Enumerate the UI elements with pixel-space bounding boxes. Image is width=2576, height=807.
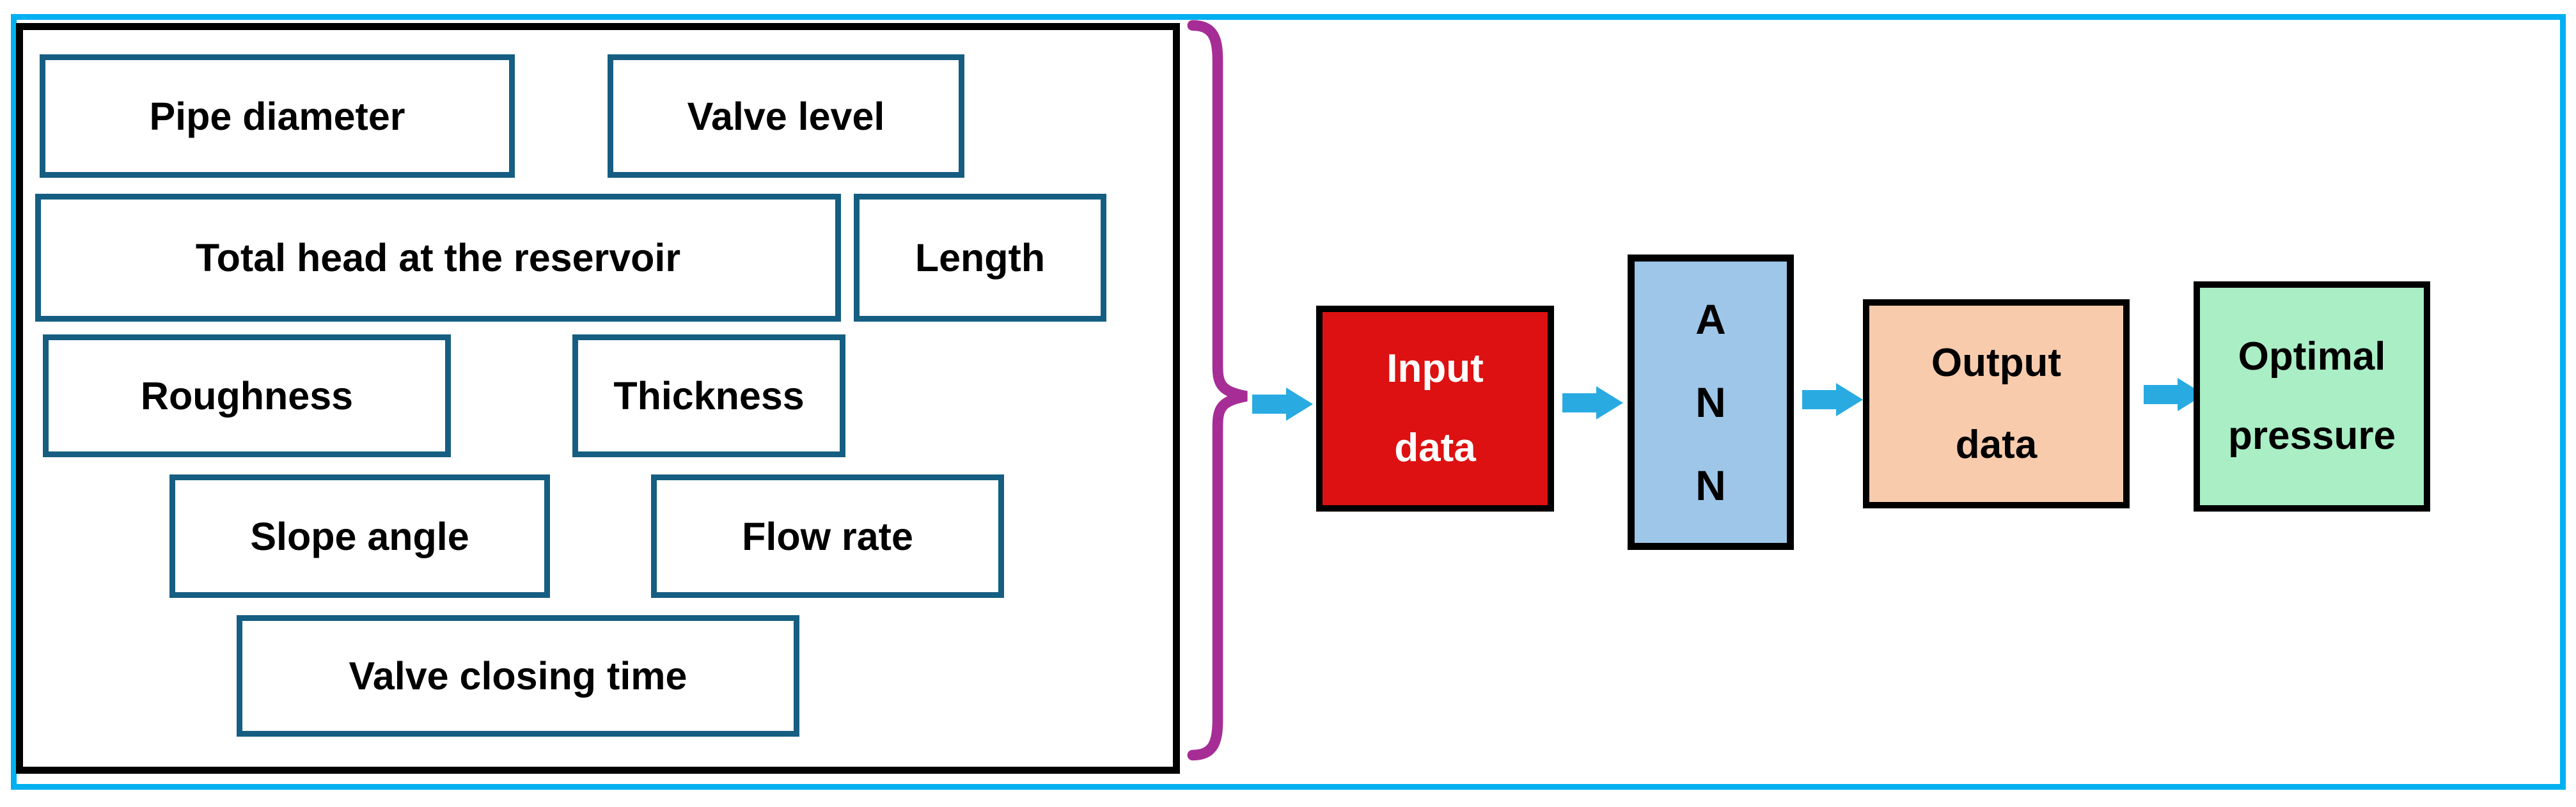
- outer-frame: [11, 14, 2566, 790]
- output-data-line1: Output: [1931, 340, 2062, 385]
- input-data-line1: Input: [1386, 347, 1484, 391]
- optimal-pressure-line1: Optimal: [2238, 334, 2386, 379]
- param-label: Slope angle: [250, 514, 469, 558]
- optimal-pressure-box: Optimal pressure: [2194, 281, 2430, 512]
- param-label: Roughness: [140, 374, 354, 418]
- param-label: Valve level: [687, 94, 885, 138]
- param-label: Flow rate: [742, 514, 913, 558]
- curly-brace: [1187, 20, 1248, 761]
- output-data-box: Output data: [1863, 299, 2130, 508]
- param-label: Valve closing time: [349, 654, 687, 698]
- input-data-line2: data: [1394, 426, 1476, 470]
- arrow-output-to-optimal: [2144, 378, 2204, 411]
- param-box-total-head: Total head at the reservoir: [35, 194, 841, 322]
- param-box-slope-angle: Slope angle: [169, 474, 550, 598]
- input-data-box: Input data: [1316, 306, 1554, 512]
- ann-letter-n1: N: [1695, 379, 1726, 426]
- param-box-valve-closing-time: Valve closing time: [237, 615, 799, 737]
- param-box-pipe-diameter: Pipe diameter: [40, 54, 515, 178]
- param-label: Thickness: [613, 374, 805, 418]
- ann-letter-n2: N: [1695, 462, 1726, 509]
- arrow-input-to-ann: [1562, 386, 1623, 419]
- arrow-brace-to-input: [1252, 388, 1313, 421]
- param-label: Length: [915, 236, 1046, 279]
- param-label: Pipe diameter: [149, 94, 405, 138]
- param-box-length: Length: [854, 194, 1106, 322]
- param-box-thickness: Thickness: [572, 334, 845, 457]
- output-data-line2: data: [1955, 422, 2038, 467]
- param-box-valve-level: Valve level: [608, 54, 964, 178]
- optimal-pressure-line2: pressure: [2228, 414, 2396, 458]
- param-box-flow-rate: Flow rate: [651, 474, 1004, 598]
- param-box-roughness: Roughness: [43, 334, 451, 457]
- arrow-ann-to-output: [1802, 383, 1863, 416]
- ann-box: A N N: [1628, 255, 1794, 550]
- param-label: Total head at the reservoir: [195, 236, 681, 279]
- ann-letter-a: A: [1695, 295, 1726, 343]
